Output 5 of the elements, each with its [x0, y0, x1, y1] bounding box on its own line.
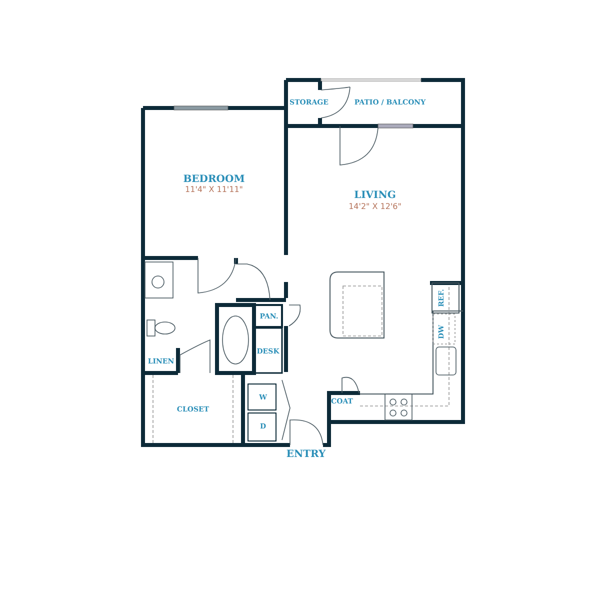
entry-label: ENTRY [286, 450, 326, 460]
dimension-label: 11'4" X 11'11" [185, 186, 243, 194]
dimension-label: 14'2" X 12'6" [348, 203, 402, 211]
room-label: LIVING [354, 191, 396, 201]
room-label: BEDROOM [183, 175, 245, 185]
